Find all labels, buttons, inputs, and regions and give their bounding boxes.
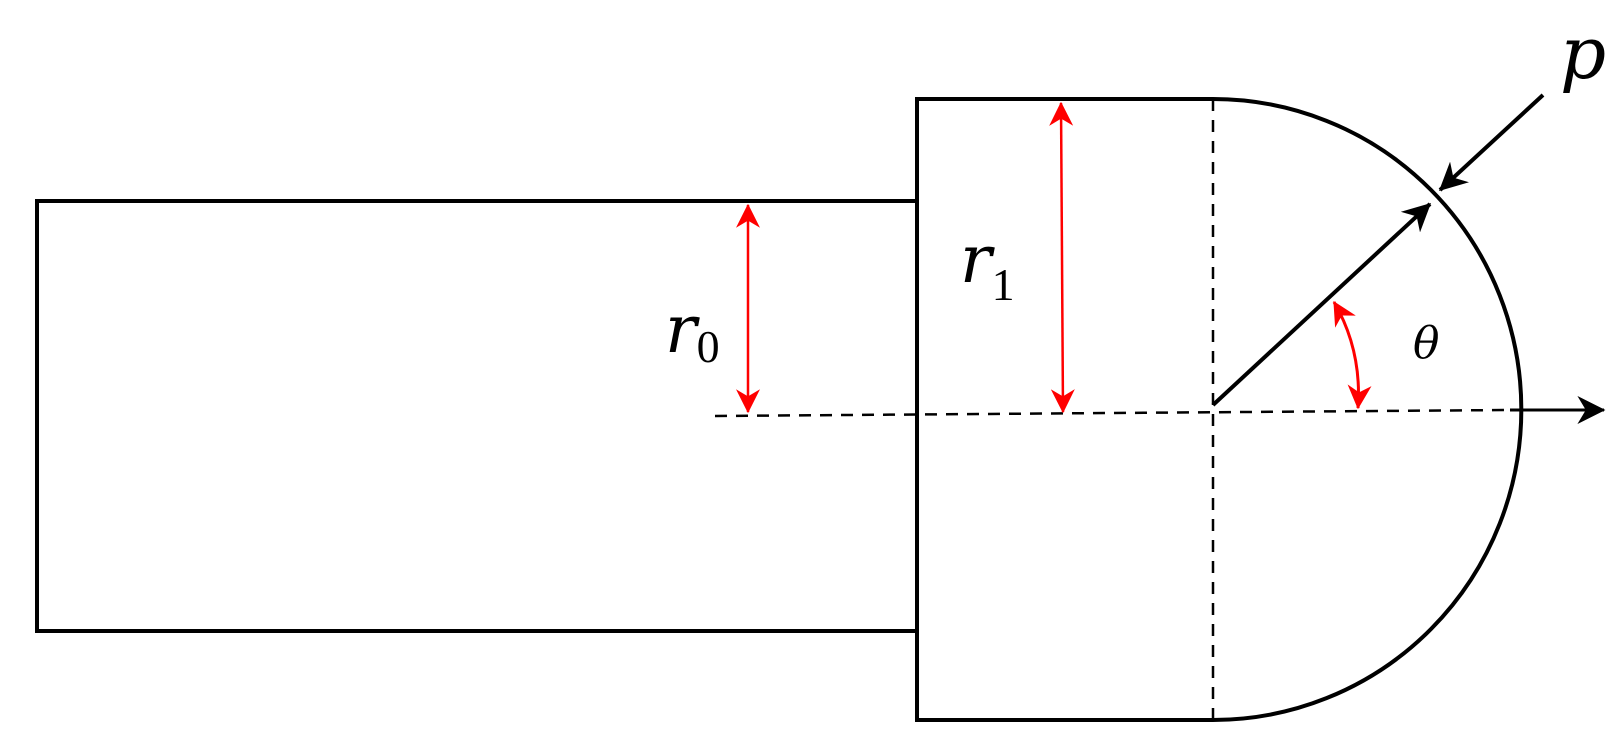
r0-label: r0 [665,291,720,372]
pressure-arrow [1438,93,1545,192]
theta-label: θ [1413,318,1440,369]
radius-vector [1211,202,1432,407]
r1-dimension-arrow [1049,101,1075,414]
r1-label: r1 [960,221,1015,310]
p-label: p [1560,11,1606,95]
theta-angle-arc [1332,300,1372,410]
horizontal-dashed-axis [714,408,1511,418]
